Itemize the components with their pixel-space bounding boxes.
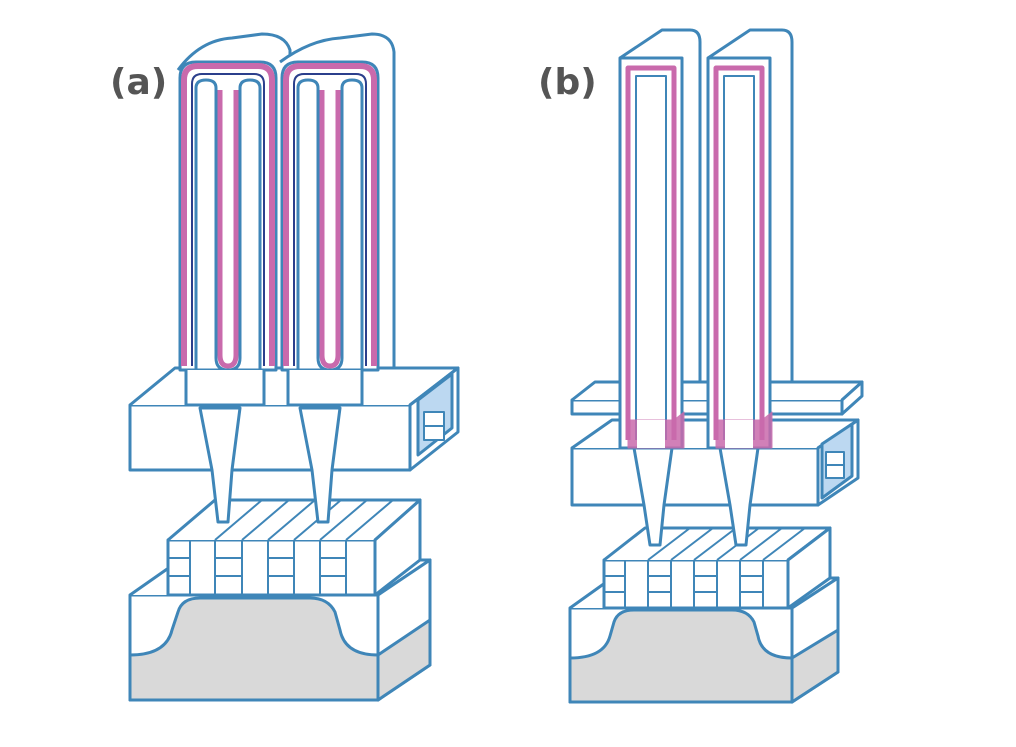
cup-left-bottom-a: [184, 370, 266, 407]
cup-left-outer-a: [178, 60, 278, 372]
cup-right-innerpink-a: [319, 90, 341, 369]
stripe-lines-b: [604, 527, 806, 608]
substrate-gray-b: [568, 608, 794, 704]
stripe-lines-a: [168, 499, 394, 595]
gate-stack-side-a: [373, 498, 422, 597]
cup-right-navy-a: [293, 73, 367, 366]
dielectric-front-b: [570, 446, 820, 507]
panel-label-a: (a): [110, 62, 168, 103]
substrate-gray-a: [128, 596, 380, 702]
support-plate-side-b: [840, 380, 864, 416]
substrate-gray-side-b: [790, 628, 840, 704]
pillar-right-core-b: [725, 420, 753, 448]
panel-label-b: (b): [538, 62, 597, 103]
panel-a: [128, 32, 460, 702]
cup-left-innerpink-a: [217, 90, 239, 369]
gate-stack-a: [166, 538, 377, 597]
pillar-left-pink-b: [625, 65, 677, 440]
pillar-right-pink-b: [713, 65, 765, 440]
panel-b: [568, 28, 864, 704]
pillar-left-core-b: [637, 420, 665, 448]
cup-left-pink-a: [181, 63, 275, 366]
contact-plug-left-a: [198, 406, 242, 524]
cup-left-navy-a: [191, 73, 265, 366]
pillar-left-inner-b: [635, 75, 667, 440]
gate-stack-side-b: [786, 526, 832, 610]
cup-right-pink-a: [283, 63, 377, 366]
pillar-right-inner-b: [723, 75, 755, 440]
contact-plug-right-a: [298, 406, 342, 524]
gate-stack-b: [602, 558, 790, 610]
cup-right-bottom-a: [286, 370, 364, 407]
dielectric-front-a: [128, 403, 412, 472]
substrate-gray-side-a: [376, 618, 432, 702]
cup-right-outer-a: [280, 60, 380, 372]
